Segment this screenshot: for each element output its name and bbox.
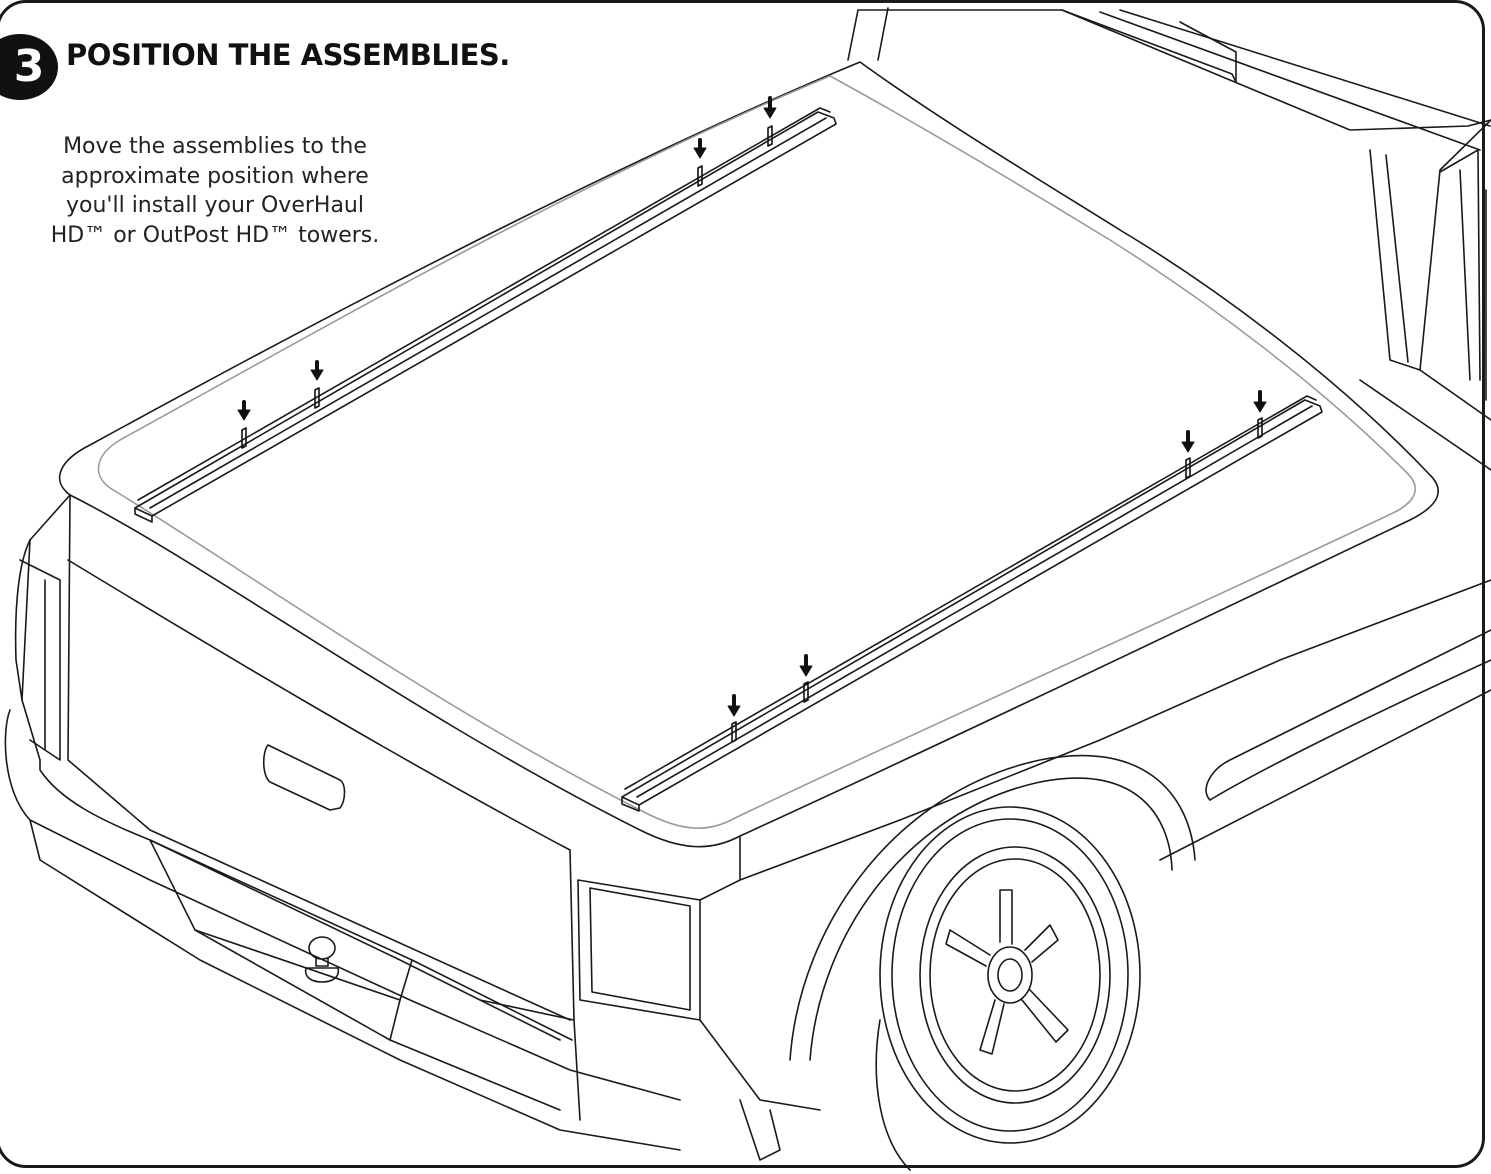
arrow-front-3 — [1181, 430, 1195, 479]
tailgate — [14, 494, 581, 1121]
rear-bumper — [4, 709, 681, 1151]
instruction-line: Move the assemblies to the — [63, 134, 367, 159]
instruction-text: Move the assemblies to the approximate p… — [0, 132, 430, 250]
rail-assembly-rear — [134, 107, 837, 523]
arrow-rear-2 — [310, 360, 324, 409]
step-title: POSITION THE ASSEMBLIES. — [66, 38, 510, 72]
instruction-line: approximate position where — [61, 163, 369, 189]
arrow-rear-3 — [693, 138, 707, 187]
rail-assembly-front — [621, 395, 1323, 812]
arrow-front-2 — [799, 654, 813, 703]
arrow-front-1 — [727, 694, 741, 743]
instruction-line: you'll install your OverHaul — [66, 193, 364, 218]
rear-wheel — [789, 754, 1196, 1171]
arrow-rear-4 — [763, 96, 777, 147]
bed-side — [577, 579, 1491, 1161]
hitch-ball — [304, 936, 340, 983]
arrow-rear-1 — [237, 400, 251, 449]
arrow-front-4 — [1253, 390, 1267, 439]
instruction-line: HD™ or OutPost HD™ towers. — [50, 222, 380, 248]
truck-cab — [847, 7, 1491, 471]
placement-arrows — [237, 96, 1267, 743]
